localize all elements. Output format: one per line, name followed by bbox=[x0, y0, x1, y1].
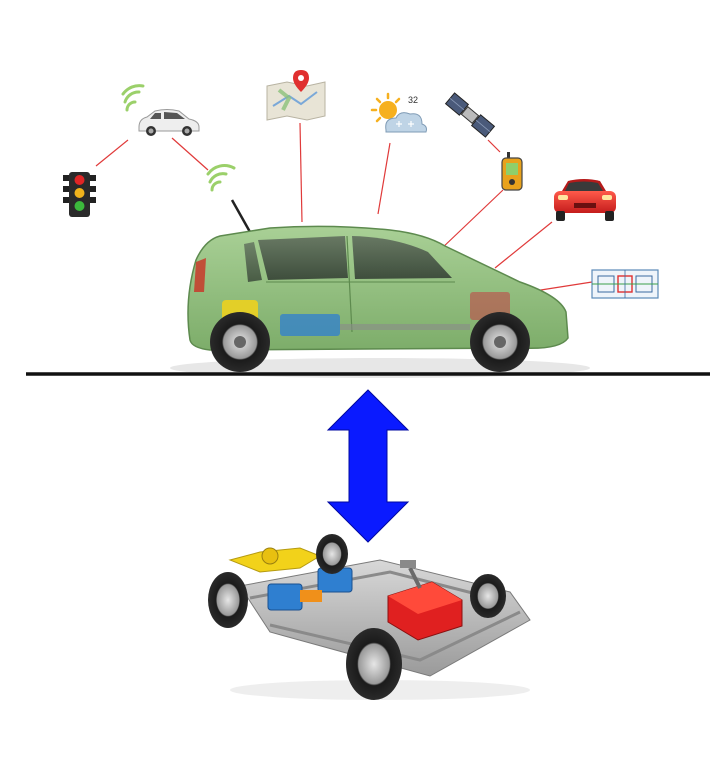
weather-temperature-label: 32 bbox=[408, 95, 418, 105]
connector-gps bbox=[439, 189, 504, 251]
bidirectional-arrow-icon bbox=[326, 389, 410, 543]
connector-weather bbox=[377, 142, 391, 215]
connector-lines bbox=[95, 122, 593, 293]
traffic-light-icon bbox=[63, 172, 96, 217]
connected-car bbox=[170, 199, 590, 378]
vehicle-chassis bbox=[208, 534, 531, 700]
connector-traffic-light-to-car bbox=[95, 139, 129, 167]
wifi-signal-icon bbox=[121, 84, 145, 112]
connected-car-icon bbox=[138, 109, 200, 136]
connector-satellite-to-gps bbox=[487, 139, 501, 153]
gps-device-icon bbox=[501, 152, 523, 191]
connector-map bbox=[299, 122, 303, 223]
wifi-signal-icon bbox=[206, 164, 236, 192]
map-pin-icon bbox=[266, 70, 326, 121]
red-car-icon bbox=[554, 179, 616, 221]
engine-schematic-icon bbox=[591, 269, 659, 299]
satellite-icon bbox=[444, 92, 496, 138]
connector-car-to-wifi bbox=[171, 137, 209, 171]
weather-icon: 32 bbox=[370, 92, 427, 133]
connector-red-car bbox=[494, 221, 553, 269]
